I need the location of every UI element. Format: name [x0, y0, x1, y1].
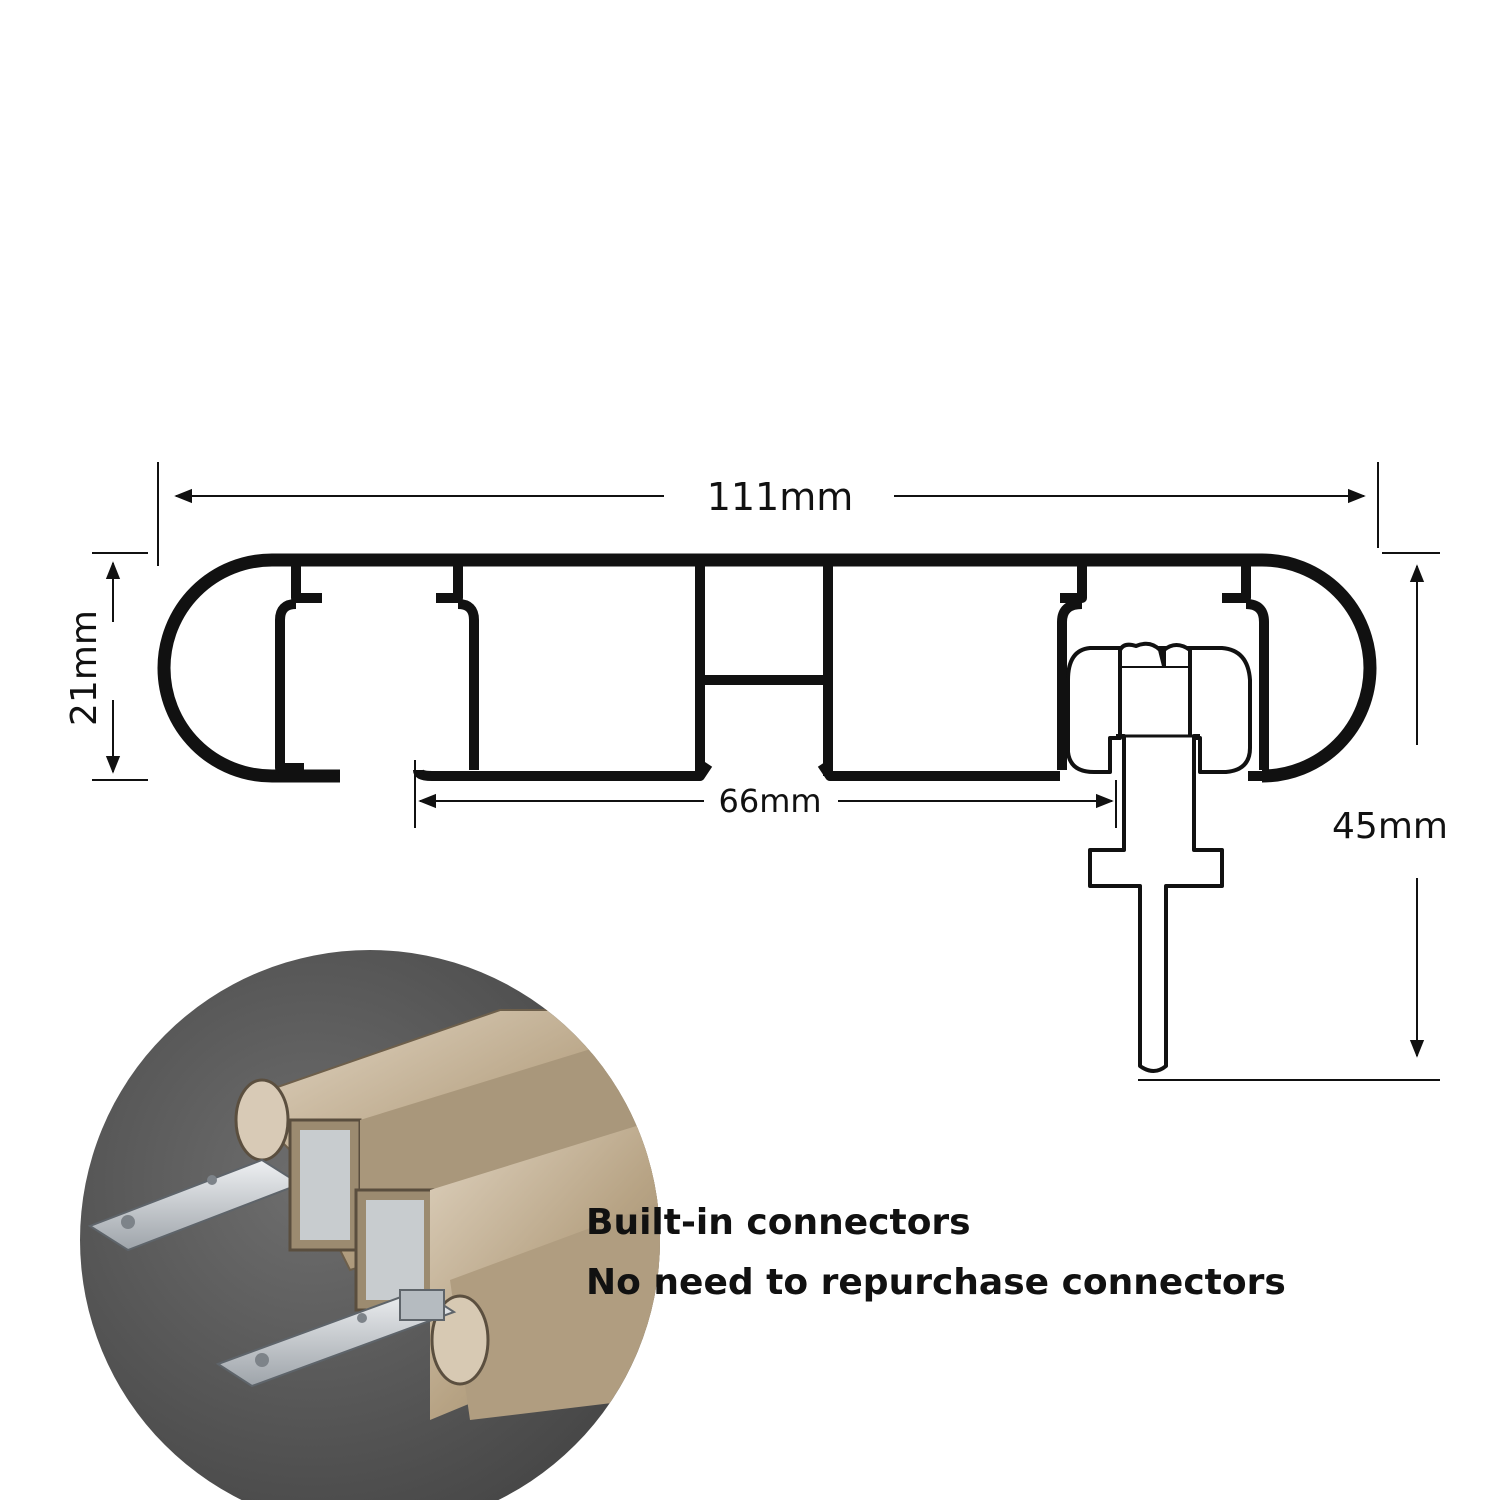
- dimension-overall-width: 111mm: [174, 475, 1366, 519]
- dimension-track-spacing: 66mm: [418, 782, 1114, 820]
- glider-hook: [1066, 641, 1252, 1073]
- label-overall-width: 111mm: [707, 475, 854, 519]
- label-track-spacing: 66mm: [718, 782, 821, 820]
- label-total-height: 45mm: [1332, 806, 1448, 847]
- dimension-profile-height: 21mm: [64, 561, 121, 774]
- caption-no-repurchase: No need to repurchase connectors: [586, 1262, 1286, 1303]
- caption-built-in-connectors: Built-in connectors: [586, 1202, 971, 1243]
- dimension-total-height: 45mm: [1332, 564, 1448, 1058]
- rail-cross-section: [157, 553, 1377, 783]
- label-profile-height: 21mm: [64, 610, 105, 726]
- connector-photo: [80, 950, 660, 1500]
